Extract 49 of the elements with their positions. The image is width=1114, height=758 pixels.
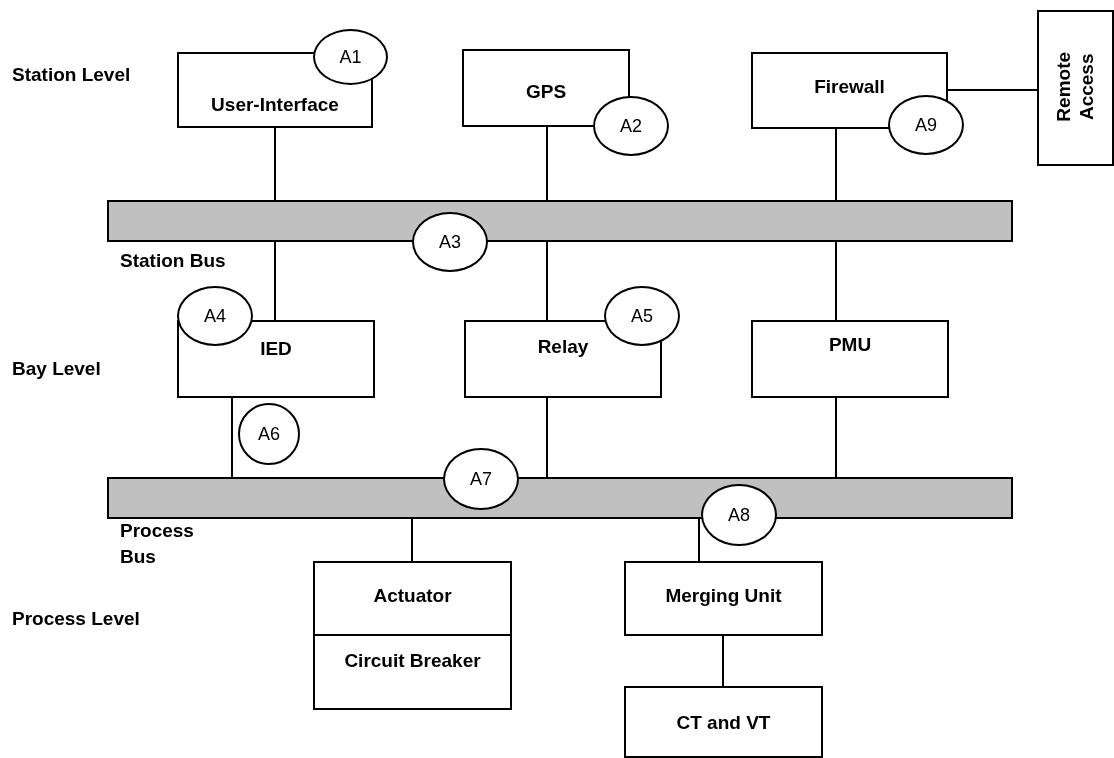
connector-line bbox=[835, 397, 837, 478]
label-ellipse bbox=[177, 286, 253, 346]
attack-point-label: A9 bbox=[915, 114, 937, 136]
connector-line bbox=[835, 128, 837, 201]
attack-point-label: A5 bbox=[631, 305, 653, 327]
attack-point-label: A3 bbox=[439, 231, 461, 253]
connector-line bbox=[231, 397, 233, 478]
connector-line bbox=[835, 241, 837, 321]
component-box bbox=[177, 52, 373, 128]
connector-line bbox=[546, 241, 548, 321]
attack-point-label: A1 bbox=[339, 46, 362, 68]
attack-point-label: A6 bbox=[258, 423, 280, 445]
component-box bbox=[751, 320, 949, 398]
connector-line bbox=[274, 127, 276, 201]
component-label: Merging Unit bbox=[665, 585, 782, 607]
bus-label: Process Bus bbox=[120, 519, 195, 569]
component-label: Firewall bbox=[814, 76, 885, 98]
component-box bbox=[313, 634, 512, 710]
connector-line bbox=[411, 518, 413, 562]
component-label: Actuator bbox=[373, 585, 452, 607]
attack-point-label: A4 bbox=[204, 305, 226, 327]
component-label: Relay bbox=[537, 336, 589, 358]
connector-line bbox=[546, 397, 548, 478]
bus-label: Station Bus bbox=[120, 249, 227, 273]
attack-point-label: A2 bbox=[620, 115, 642, 137]
component-box bbox=[751, 52, 948, 129]
component-box bbox=[313, 561, 512, 636]
component-label: GPS bbox=[525, 81, 567, 103]
connector-line bbox=[722, 635, 724, 687]
attack-point-label: A7 bbox=[470, 468, 492, 490]
component-label: PMU bbox=[828, 334, 872, 356]
component-label: Circuit Breaker bbox=[344, 650, 481, 672]
level-label: Station Level bbox=[12, 64, 131, 86]
connector-line bbox=[947, 89, 1038, 91]
connector-line bbox=[698, 518, 700, 562]
component-box bbox=[624, 686, 823, 758]
component-label: User-Interface bbox=[211, 94, 339, 116]
component-box bbox=[177, 320, 375, 398]
connector-line bbox=[274, 241, 276, 321]
level-label: Bay Level bbox=[12, 358, 101, 380]
component-label: IED bbox=[260, 338, 292, 360]
component-label: Remote Access bbox=[1052, 50, 1098, 124]
level-label: Process Level bbox=[12, 608, 140, 630]
component-box bbox=[1037, 10, 1114, 166]
component-box bbox=[464, 320, 662, 398]
component-box bbox=[624, 561, 823, 636]
connector-line bbox=[546, 126, 548, 201]
attack-point-label: A8 bbox=[728, 504, 750, 526]
component-label: CT and VT bbox=[676, 712, 771, 734]
